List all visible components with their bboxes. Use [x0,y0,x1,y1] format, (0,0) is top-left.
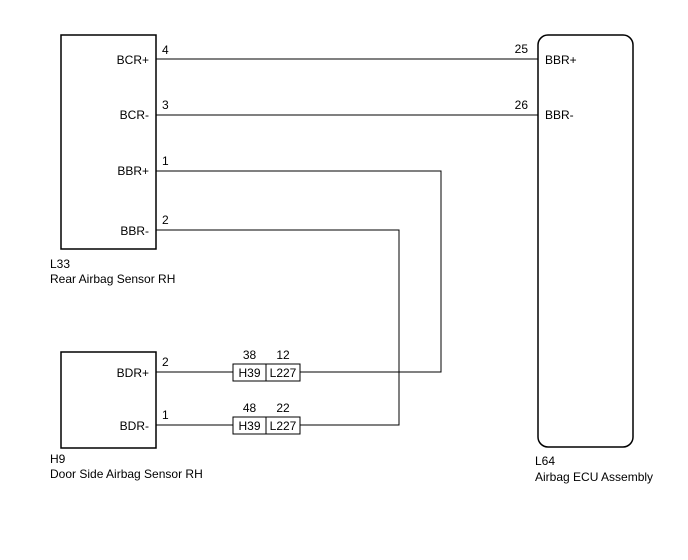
rear-sensor-pin-label-bbr-minus: BBR- [120,224,149,238]
door-sensor-pin-number-2: 2 [162,355,169,369]
ecu-box [537,34,634,448]
door-sensor-pin-number-1: 1 [162,408,169,422]
ecu-pin-number-25: 25 [515,42,529,56]
rear-sensor-pin-label-bcr-minus: BCR- [120,108,149,122]
junction-1-right-pin: 12 [276,348,290,362]
junction-2-right-code: L227 [270,419,297,433]
junction-connector-1: H39 L227 38 12 [232,348,301,382]
door-sensor-name: Door Side Airbag Sensor RH [50,467,203,481]
ecu-name: Airbag ECU Assembly [535,470,653,484]
rear-sensor-code: L33 [50,257,70,271]
wire-bbr-plus-to-junction-1 [156,170,442,373]
door-sensor-code: H9 [50,452,66,466]
junction-1-right-code: L227 [270,366,297,380]
junction-1-left-code: H39 [238,366,260,380]
rear-sensor-pin-number-2: 2 [162,213,169,227]
ecu-pin-label-bbr-plus: BBR+ [545,53,577,67]
junction-2-right-pin: 22 [276,401,290,415]
door-sensor-pin-label-bdr-minus: BDR- [120,419,149,433]
ecu-code: L64 [535,454,555,468]
rear-sensor-pin-label-bcr-plus: BCR+ [117,53,149,67]
junction-1-right-box [265,363,301,382]
ecu-pin-label-bbr-minus: BBR- [545,108,574,122]
rear-sensor-pin-number-4: 4 [162,43,169,57]
door-sensor-box [60,351,157,449]
rear-sensor-box [60,34,157,250]
rear-sensor-name: Rear Airbag Sensor RH [50,272,175,286]
door-sensor-pin-label-bdr-plus: BDR+ [117,366,149,380]
rear-sensor-pin-label-bbr-plus: BBR+ [117,164,149,178]
rear-sensor-pin-number-3: 3 [162,98,169,112]
junction-1-left-pin: 38 [243,348,257,362]
rear-sensor-pin-number-1: 1 [162,154,169,168]
junction-2-left-pin: 48 [243,401,257,415]
junction-2-left-code: H39 [238,419,260,433]
wire-bbr-minus-to-junction-2 [156,229,400,426]
junction-connector-2: H39 L227 48 22 [232,401,301,435]
junction-2-right-box [265,416,301,435]
ecu-pin-number-26: 26 [515,98,529,112]
